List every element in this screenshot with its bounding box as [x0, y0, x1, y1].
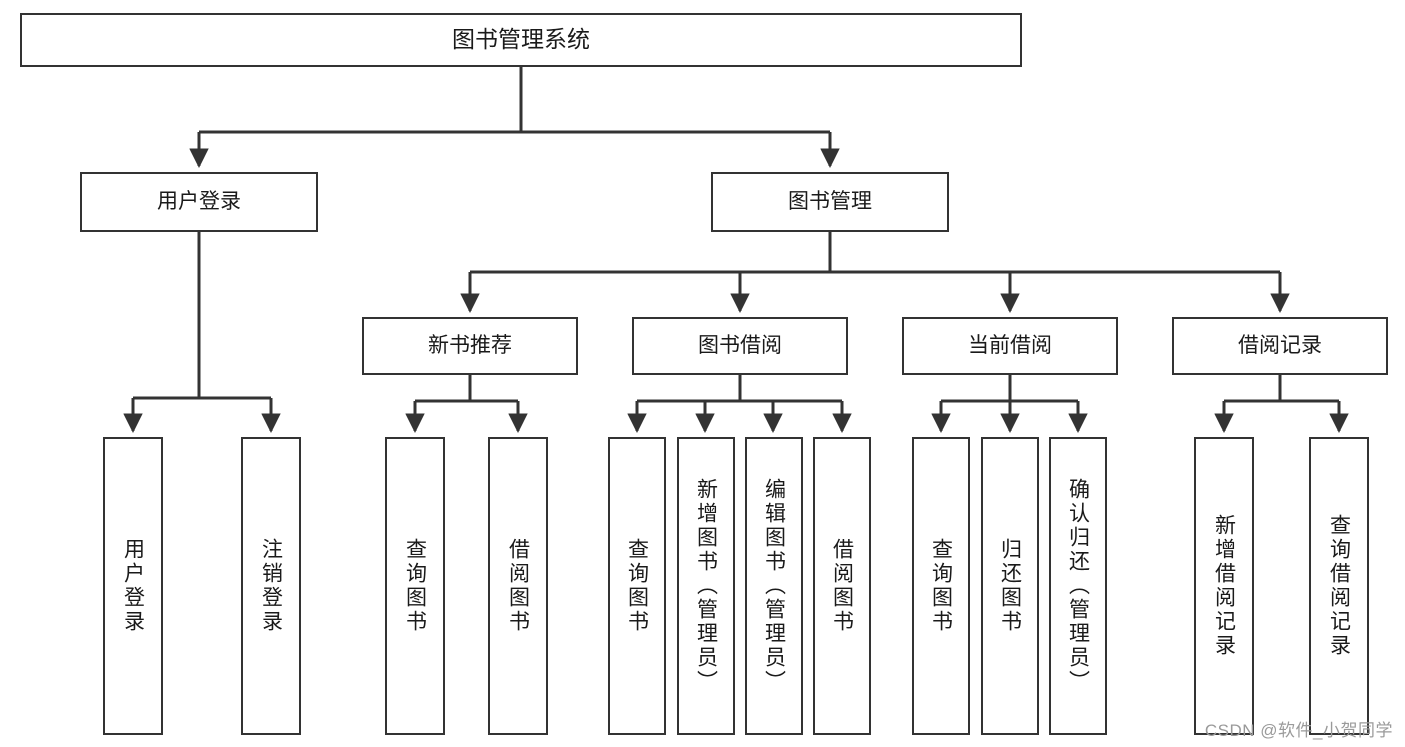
- node-leaf-user-login[interactable]: 用户登录: [103, 437, 163, 735]
- node-user-login-label: 用户登录: [157, 190, 241, 214]
- node-leaf-return-book[interactable]: 归还图书: [981, 437, 1039, 735]
- node-leaf-return-book-label: 归还图书: [998, 538, 1022, 634]
- node-root-label: 图书管理系统: [452, 26, 590, 53]
- node-new-book-recommend[interactable]: 新书推荐: [362, 317, 578, 375]
- node-book-manage[interactable]: 图书管理: [711, 172, 949, 232]
- node-leaf-user-logout-label: 注销登录: [259, 538, 283, 634]
- node-book-borrow-label: 图书借阅: [698, 334, 782, 358]
- node-book-manage-label: 图书管理: [788, 190, 872, 214]
- node-leaf-query-book-2-label: 查询图书: [625, 538, 649, 634]
- node-leaf-add-record[interactable]: 新增借阅记录: [1194, 437, 1254, 735]
- node-leaf-borrow-book-2[interactable]: 借阅图书: [813, 437, 871, 735]
- node-leaf-add-record-label: 新增借阅记录: [1212, 514, 1236, 658]
- node-current-borrow-label: 当前借阅: [968, 334, 1052, 358]
- node-new-book-recommend-label: 新书推荐: [428, 334, 512, 358]
- node-root[interactable]: 图书管理系统: [20, 13, 1022, 67]
- node-leaf-query-record[interactable]: 查询借阅记录: [1309, 437, 1369, 735]
- node-leaf-user-login-label: 用户登录: [121, 538, 145, 634]
- node-book-borrow[interactable]: 图书借阅: [632, 317, 848, 375]
- node-leaf-query-book-3[interactable]: 查询图书: [912, 437, 970, 735]
- node-leaf-borrow-book-1-label: 借阅图书: [506, 538, 530, 634]
- node-current-borrow[interactable]: 当前借阅: [902, 317, 1118, 375]
- node-leaf-user-logout[interactable]: 注销登录: [241, 437, 301, 735]
- node-leaf-query-book-3-label: 查询图书: [929, 538, 953, 634]
- node-leaf-add-book-label: 新增图书（管理员）: [694, 478, 718, 694]
- node-leaf-query-record-label: 查询借阅记录: [1327, 514, 1351, 658]
- node-leaf-query-book-2[interactable]: 查询图书: [608, 437, 666, 735]
- node-leaf-edit-book-label: 编辑图书（管理员）: [762, 478, 786, 694]
- node-leaf-borrow-book-1[interactable]: 借阅图书: [488, 437, 548, 735]
- node-leaf-edit-book[interactable]: 编辑图书（管理员）: [745, 437, 803, 735]
- node-user-login[interactable]: 用户登录: [80, 172, 318, 232]
- node-leaf-query-book-1[interactable]: 查询图书: [385, 437, 445, 735]
- node-borrow-record-label: 借阅记录: [1238, 334, 1322, 358]
- node-leaf-add-book[interactable]: 新增图书（管理员）: [677, 437, 735, 735]
- node-leaf-confirm-return-label: 确认归还（管理员）: [1066, 478, 1090, 694]
- node-leaf-query-book-1-label: 查询图书: [403, 538, 427, 634]
- node-leaf-confirm-return[interactable]: 确认归还（管理员）: [1049, 437, 1107, 735]
- node-leaf-borrow-book-2-label: 借阅图书: [830, 538, 854, 634]
- node-borrow-record[interactable]: 借阅记录: [1172, 317, 1388, 375]
